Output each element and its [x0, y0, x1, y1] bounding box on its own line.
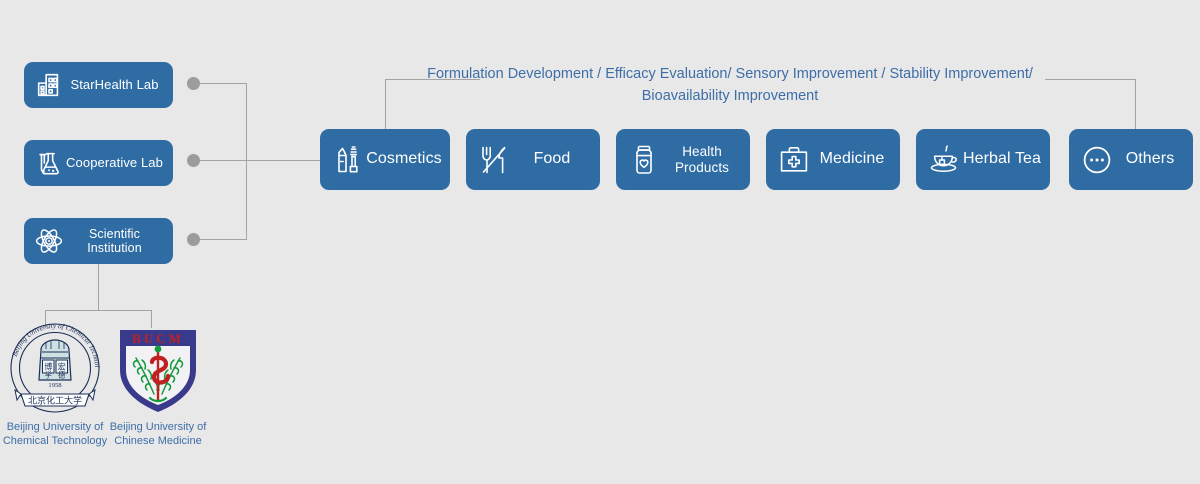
- connector-org-trunk-vertical: [246, 83, 247, 240]
- fork-knife-icon: [476, 142, 512, 178]
- svg-text:BUCM: BUCM: [132, 331, 184, 346]
- logo-caption: Beijing University of Chinese Medicine: [109, 421, 207, 447]
- org-card-label: Scientific Institution: [87, 226, 142, 255]
- first-aid-kit-icon: [776, 142, 812, 178]
- caption-bracket-right-horizontal: [1045, 79, 1135, 80]
- org-card-label: StarHealth Lab: [70, 76, 159, 92]
- logo-bucm: BUCM Beijing University of Chinese Medic…: [105, 318, 211, 449]
- caption-bracket-right-vertical: [1135, 79, 1136, 129]
- caption-bracket-left-vertical: [385, 79, 386, 129]
- connector-dot-org1: [187, 154, 200, 167]
- product-card-others[interactable]: Others: [1069, 129, 1193, 190]
- ellipsis-circle-icon: [1079, 142, 1115, 178]
- flask-icon: [34, 148, 64, 178]
- product-card-food[interactable]: Food: [466, 129, 600, 190]
- process-caption: Formulation Development / Efficacy Evalu…: [427, 66, 1033, 104]
- svg-text:德: 德: [58, 370, 66, 379]
- product-card-label: Others: [1125, 150, 1175, 168]
- product-card-label: Cosmetics: [366, 150, 442, 168]
- lipstick-mascara-icon: [330, 142, 366, 178]
- atom-icon: [34, 226, 64, 256]
- product-card-label: Food: [533, 150, 571, 168]
- logo-buct: Beijing University of Chemical Technolog…: [2, 318, 108, 449]
- org-card-starhealth-lab[interactable]: StarHealth Lab: [24, 62, 173, 108]
- org-card-cooperative-lab[interactable]: Cooperative Lab: [24, 140, 173, 186]
- product-card-health-products[interactable]: Health Products: [616, 129, 750, 190]
- building-icon: [34, 70, 64, 100]
- product-card-label: Health Products: [674, 143, 730, 175]
- connector-logo-left-drop: [45, 310, 46, 328]
- product-card-cosmetics[interactable]: Cosmetics: [320, 129, 450, 190]
- connector-logo-right-drop: [151, 310, 152, 328]
- product-card-medicine[interactable]: Medicine: [766, 129, 900, 190]
- caption-bracket-left-horizontal: [385, 79, 480, 80]
- svg-text:北京化工大学: 北京化工大学: [28, 394, 82, 406]
- connector-org2-horizontal: [199, 239, 247, 240]
- product-card-label: Herbal Tea: [962, 150, 1042, 168]
- svg-text:1958: 1958: [48, 382, 62, 389]
- svg-text:博: 博: [44, 362, 52, 372]
- bucm-shield-logo: BUCM: [120, 330, 196, 412]
- connector-org1-horizontal: [199, 160, 320, 161]
- org-card-scientific-institution[interactable]: Scientific Institution: [24, 218, 173, 264]
- org-card-label: Cooperative Lab: [66, 154, 163, 170]
- svg-text:宏: 宏: [58, 362, 66, 372]
- teacup-icon: [926, 142, 962, 178]
- connector-dot-org0: [187, 77, 200, 90]
- connector-dot-org2: [187, 233, 200, 246]
- product-card-label: Medicine: [819, 150, 885, 168]
- connector-org0-horizontal: [199, 83, 247, 84]
- svg-text:学: 学: [44, 370, 51, 379]
- connector-institution-down: [98, 264, 99, 310]
- logo-caption: Beijing University of Chemical Technolog…: [2, 421, 108, 447]
- product-card-herbal-tea[interactable]: Herbal Tea: [916, 129, 1050, 190]
- buct-seal-logo: Beijing University of Chemical Technolog…: [5, 318, 101, 413]
- connector-logos-horizontal: [45, 310, 151, 311]
- supplement-bottle-icon: [626, 142, 662, 178]
